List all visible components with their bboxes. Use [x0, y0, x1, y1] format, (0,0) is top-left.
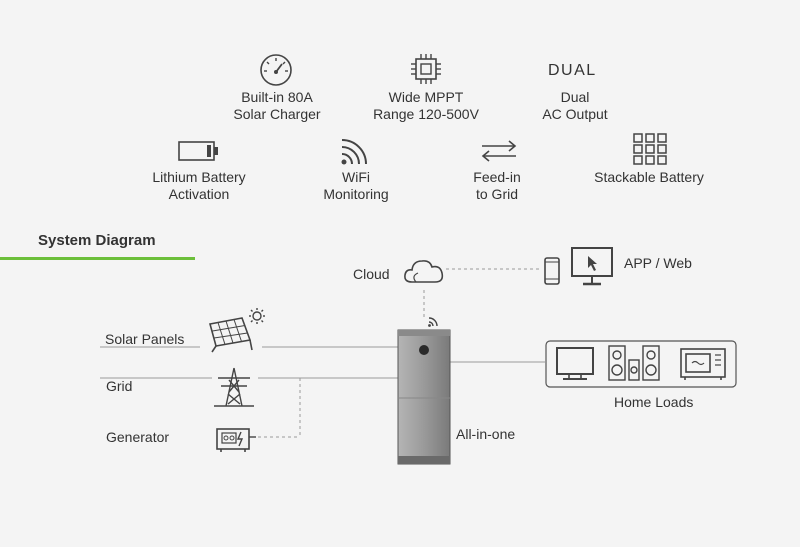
- dual-text-icon: DUAL: [548, 62, 597, 79]
- all-in-one-label: All-in-one: [456, 426, 516, 442]
- generator-label: Generator: [106, 429, 170, 445]
- solar-label: Solar Panels: [105, 331, 185, 347]
- generator-icon: [216, 428, 256, 452]
- feature-solar-charger: Built-in 80A Solar Charger: [233, 89, 321, 122]
- phone-icon: [544, 257, 560, 285]
- feature-mppt: Wide MPPT Range 120-500V: [373, 89, 479, 122]
- chip-icon: [411, 54, 441, 84]
- home-loads-label: Home Loads: [614, 394, 694, 410]
- arrows-icon: [481, 140, 517, 162]
- wifi-icon: [341, 139, 367, 165]
- feature-dual-output: Dual AC Output: [542, 89, 608, 122]
- grid-icon: [633, 133, 667, 165]
- feature-feed-in: Feed-in to Grid: [473, 169, 521, 202]
- battery-icon: [178, 141, 218, 161]
- cloud-icon: [404, 260, 444, 283]
- accent-bar: [0, 257, 195, 260]
- all-in-one-unit: [397, 317, 451, 465]
- app-web-label: APP / Web: [624, 255, 692, 271]
- feature-wifi: WiFi Monitoring: [323, 169, 389, 202]
- feature-stackable: Stackable Battery: [594, 169, 704, 185]
- power-tower-icon: [214, 367, 254, 407]
- section-title: System Diagram: [38, 232, 156, 249]
- feature-lithium: Lithium Battery Activation: [152, 169, 246, 202]
- monitor-icon: [571, 247, 613, 286]
- cloud-label: Cloud: [353, 266, 390, 282]
- gauge-icon: [260, 54, 292, 86]
- home-loads-box: [545, 340, 737, 388]
- solar-panel-icon: [208, 308, 265, 353]
- grid-label: Grid: [106, 378, 133, 394]
- tv-icon: [556, 347, 594, 380]
